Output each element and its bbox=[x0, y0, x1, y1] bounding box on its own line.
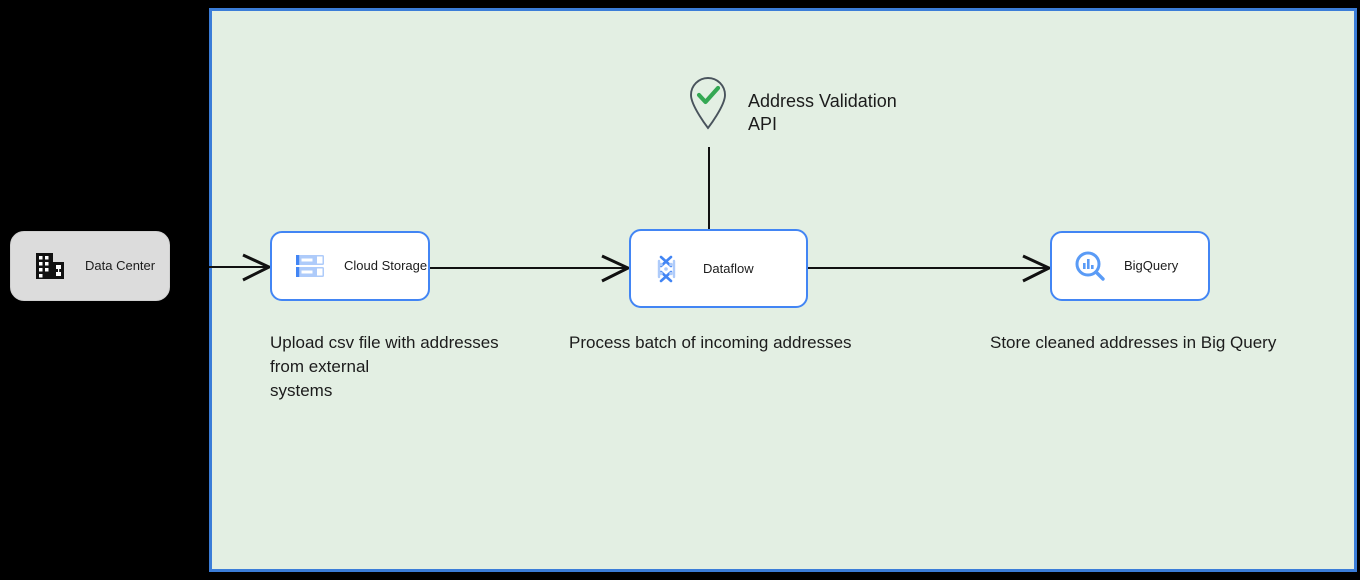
caption-bigquery: Store cleaned addresses in Big Query bbox=[990, 333, 1277, 352]
node-data-center-label: Data Center bbox=[85, 258, 156, 274]
node-cloud-storage-label: Cloud Storage bbox=[344, 258, 428, 274]
node-bigquery[interactable]: BigQuery bbox=[1050, 231, 1210, 301]
node-address-validation-api[interactable]: Address Validation API bbox=[686, 74, 897, 136]
node-address-validation-api-label: Address Validation API bbox=[748, 91, 897, 134]
node-dataflow[interactable]: Dataflow bbox=[629, 229, 808, 308]
caption-dataflow: Process batch of incoming addresses bbox=[569, 333, 852, 352]
cloud-storage-icon bbox=[292, 248, 328, 284]
node-bigquery-label: BigQuery bbox=[1124, 258, 1179, 274]
map-pin-check-icon bbox=[686, 74, 730, 134]
bigquery-icon bbox=[1072, 248, 1108, 284]
dataflow-icon bbox=[651, 251, 687, 287]
caption-cloud-storage: Upload csv file with addresses from exte… bbox=[270, 333, 499, 400]
node-dataflow-label: Dataflow bbox=[703, 260, 754, 276]
node-cloud-storage[interactable]: Cloud Storage bbox=[270, 231, 430, 301]
building-icon bbox=[33, 249, 67, 283]
node-data-center[interactable]: Data Center bbox=[10, 231, 170, 301]
